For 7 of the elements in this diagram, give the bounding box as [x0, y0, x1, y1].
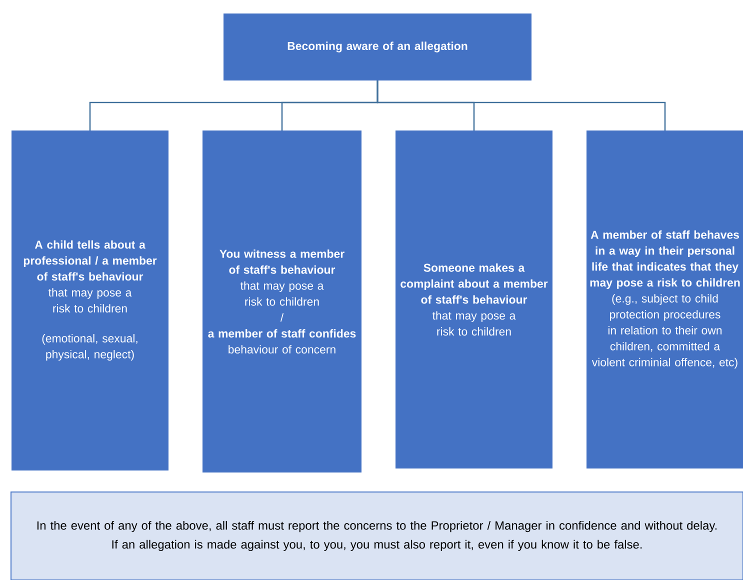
scenario-box: A child tells about a professional / a member of staff's behaviour that may pose a risk to children (emotional, sexual, physical, neglect)	[12, 130, 168, 470]
instruction-box: In the event of any of the above, all staff must report the concerns to the Proprietor / Manager in confidence and without delay. If an allegation is made against you, to you, you must also report it, even if you know it to be false.	[10, 492, 743, 580]
scenario-box: You witness a member of staff's behaviour that may pose a risk to children / a member of staff confides behaviour of concern	[202, 130, 362, 472]
connector-line	[376, 80, 666, 130]
title-box: Becoming aware of an allegation	[224, 14, 532, 80]
scenario-box: Someone makes a complaint about a member of staff's behaviour that may pose a risk to children	[396, 130, 552, 468]
scenario-box: A member of staff behaves in a way in their personal life that indicates that they may pose a risk to children (e.g., subject to child protection procedures in relation to their own children, committed a violent criminial offence, etc)	[586, 130, 743, 468]
